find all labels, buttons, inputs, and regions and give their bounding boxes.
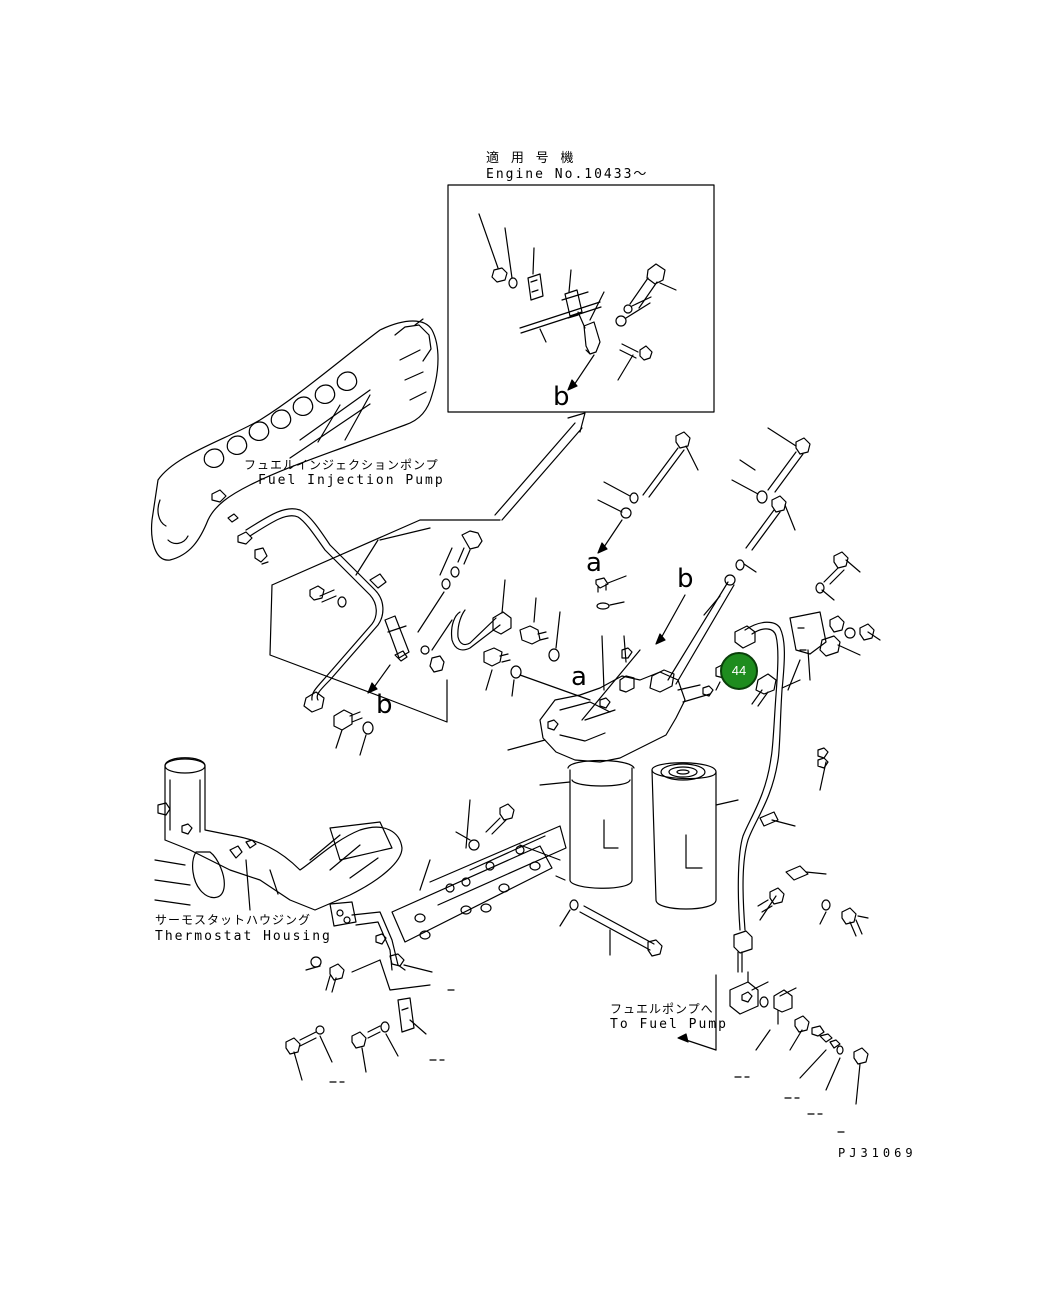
inset-detail <box>447 184 715 413</box>
inset-engine-number: Engine No.10433～ <box>486 167 649 182</box>
thermostat-housing-label-en: Thermostat Housing <box>155 929 332 944</box>
return-line <box>715 551 881 973</box>
top-bolts <box>595 431 699 691</box>
filter-cartridge-left <box>539 759 635 889</box>
reference-b-inset: b <box>553 382 570 412</box>
thermostat-housing <box>154 757 403 911</box>
filter-cartridge-right <box>651 762 739 910</box>
thermostat-housing-label-jp: サーモスタットハウジング <box>155 913 312 927</box>
inset-applicable-jp: 適 用 号 機 <box>486 151 576 166</box>
fuel-injection-pump <box>150 318 439 561</box>
to-fuel-pump-label-en: To Fuel Pump <box>610 1017 728 1032</box>
reference-a-top: a <box>586 548 602 578</box>
filter-head <box>507 649 721 763</box>
reference-b-top: b <box>677 564 694 594</box>
to-fuel-pump-label-jp: フュエルポンプへ <box>610 1002 714 1016</box>
fuel-injection-pump-label-jp: フュエルインジェクションポンプ <box>244 458 439 472</box>
bottom-marks <box>329 989 845 1133</box>
top-right-bolts <box>667 427 811 685</box>
left-bracket-group <box>269 519 501 756</box>
fuel-injection-pump-label-en: Fuel Injection Pump <box>258 473 445 488</box>
part-callout-44[interactable]: 44 <box>720 652 758 690</box>
lower-bracket <box>285 799 663 1081</box>
drawing-number: PJ31069 <box>838 1146 917 1160</box>
to-fuel-pump-fitting <box>677 971 869 1105</box>
injection-pipe <box>211 489 387 713</box>
fuel-line-banjo <box>450 579 591 701</box>
reference-a-head: a <box>571 662 587 692</box>
reference-b-left: b <box>376 690 393 720</box>
